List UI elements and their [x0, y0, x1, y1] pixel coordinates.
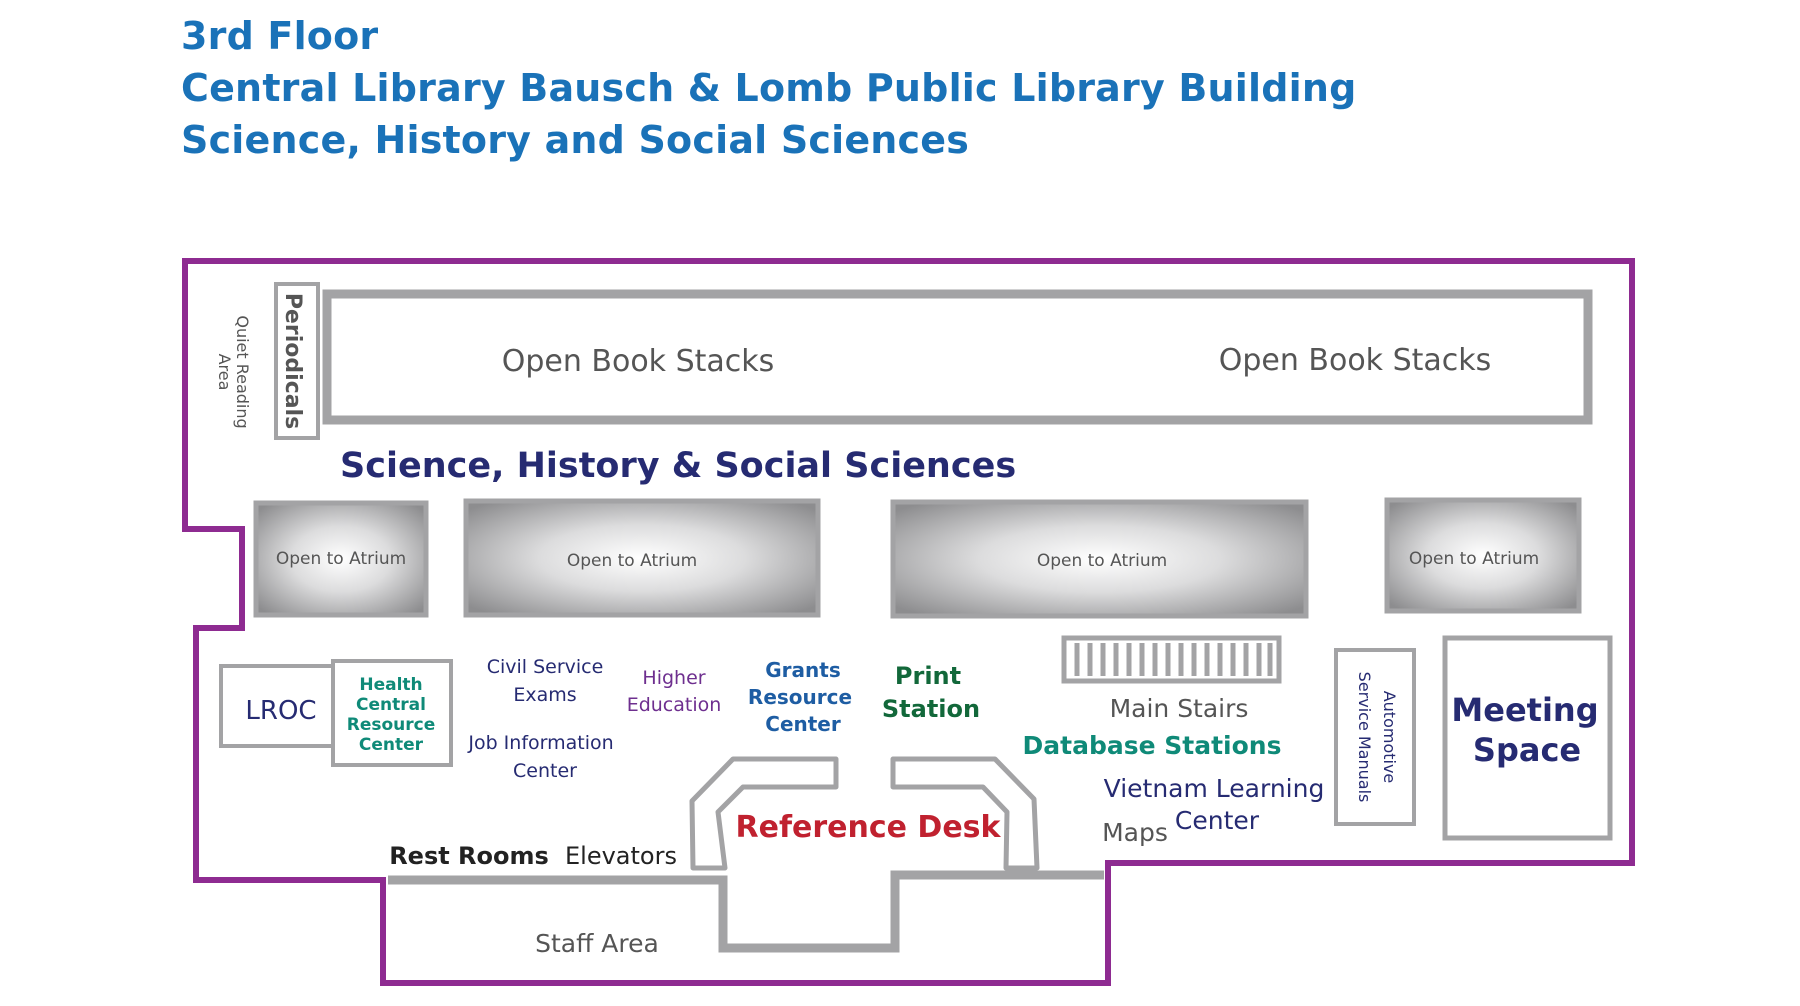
periodicals-label: Periodicals: [280, 293, 305, 429]
quiet-reading-label-2: Area: [215, 354, 234, 391]
auto-manuals-label-2: Service Manuals: [1355, 672, 1374, 803]
atrium-4: [1384, 497, 1582, 614]
reference-desk-counter: [689, 756, 1040, 871]
print-station-label-2: Station: [882, 695, 980, 723]
atrium-1: [253, 500, 429, 618]
health-label-4: Center: [359, 735, 424, 755]
rest-rooms-label: Rest Rooms: [389, 842, 549, 870]
quiet-reading-label: Quiet Reading: [233, 315, 252, 428]
vietnam-center-label-1: Vietnam Learning: [1104, 774, 1325, 803]
civil-service-label-1: Civil Service: [487, 656, 604, 678]
meeting-space-room: [1442, 635, 1613, 841]
floor-title: 3rd Floor: [181, 14, 379, 58]
periodicals-area: [274, 282, 320, 440]
main-stairs-icon: [1061, 635, 1282, 684]
maps-label: Maps: [1102, 818, 1168, 847]
division-title: Science, History and Social Sciences: [181, 118, 970, 162]
atrium-3: [890, 499, 1309, 619]
atrium-3-label: Open to Atrium: [1037, 551, 1167, 571]
database-stations-label: Database Stations: [1023, 731, 1282, 760]
higher-education-label-2: Education: [627, 694, 722, 716]
atrium-1-label: Open to Atrium: [276, 549, 406, 569]
stacks-label-right: Open Book Stacks: [1219, 343, 1492, 378]
job-info-label-1: Job Information: [467, 732, 613, 754]
health-label-2: Central: [356, 695, 426, 715]
staff-area-wall: [388, 870, 1104, 953]
grants-label-3: Center: [765, 712, 841, 736]
health-label-1: Health: [359, 675, 422, 695]
print-station-label-1: Print: [895, 662, 961, 690]
meeting-space-label-1: Meeting: [1451, 691, 1598, 729]
auto-manuals-room: [1334, 648, 1416, 826]
lroc-label: LROC: [245, 696, 316, 726]
job-info-label-2: Center: [513, 760, 577, 782]
main-stairs-label: Main Stairs: [1110, 694, 1249, 723]
vietnam-center-label-2: Center: [1175, 806, 1260, 835]
grants-label-2: Resource: [748, 685, 852, 709]
building-title: Central Library Bausch & Lomb Public Lib…: [181, 66, 1357, 110]
open-book-stacks: [322, 289, 1593, 425]
auto-manuals-label-1: Automotive: [1380, 691, 1399, 784]
section-heading: Science, History & Social Sciences: [340, 446, 1016, 486]
building-outline: [182, 258, 1635, 986]
higher-education-label-1: Higher: [642, 667, 705, 689]
health-center-room: [331, 659, 453, 767]
stacks-label-left: Open Book Stacks: [502, 344, 775, 379]
meeting-space-label-2: Space: [1473, 731, 1581, 769]
reference-desk-label: Reference Desk: [736, 810, 1002, 845]
atrium-2-label: Open to Atrium: [567, 551, 697, 571]
lroc-room: [219, 664, 335, 748]
grants-label-1: Grants: [765, 658, 840, 682]
atrium-2: [463, 498, 821, 618]
civil-service-label-2: Exams: [513, 684, 576, 706]
health-label-3: Resource: [347, 715, 436, 735]
staff-area-label: Staff Area: [535, 929, 659, 958]
elevators-label: Elevators: [565, 842, 677, 870]
atrium-4-label: Open to Atrium: [1409, 549, 1539, 569]
